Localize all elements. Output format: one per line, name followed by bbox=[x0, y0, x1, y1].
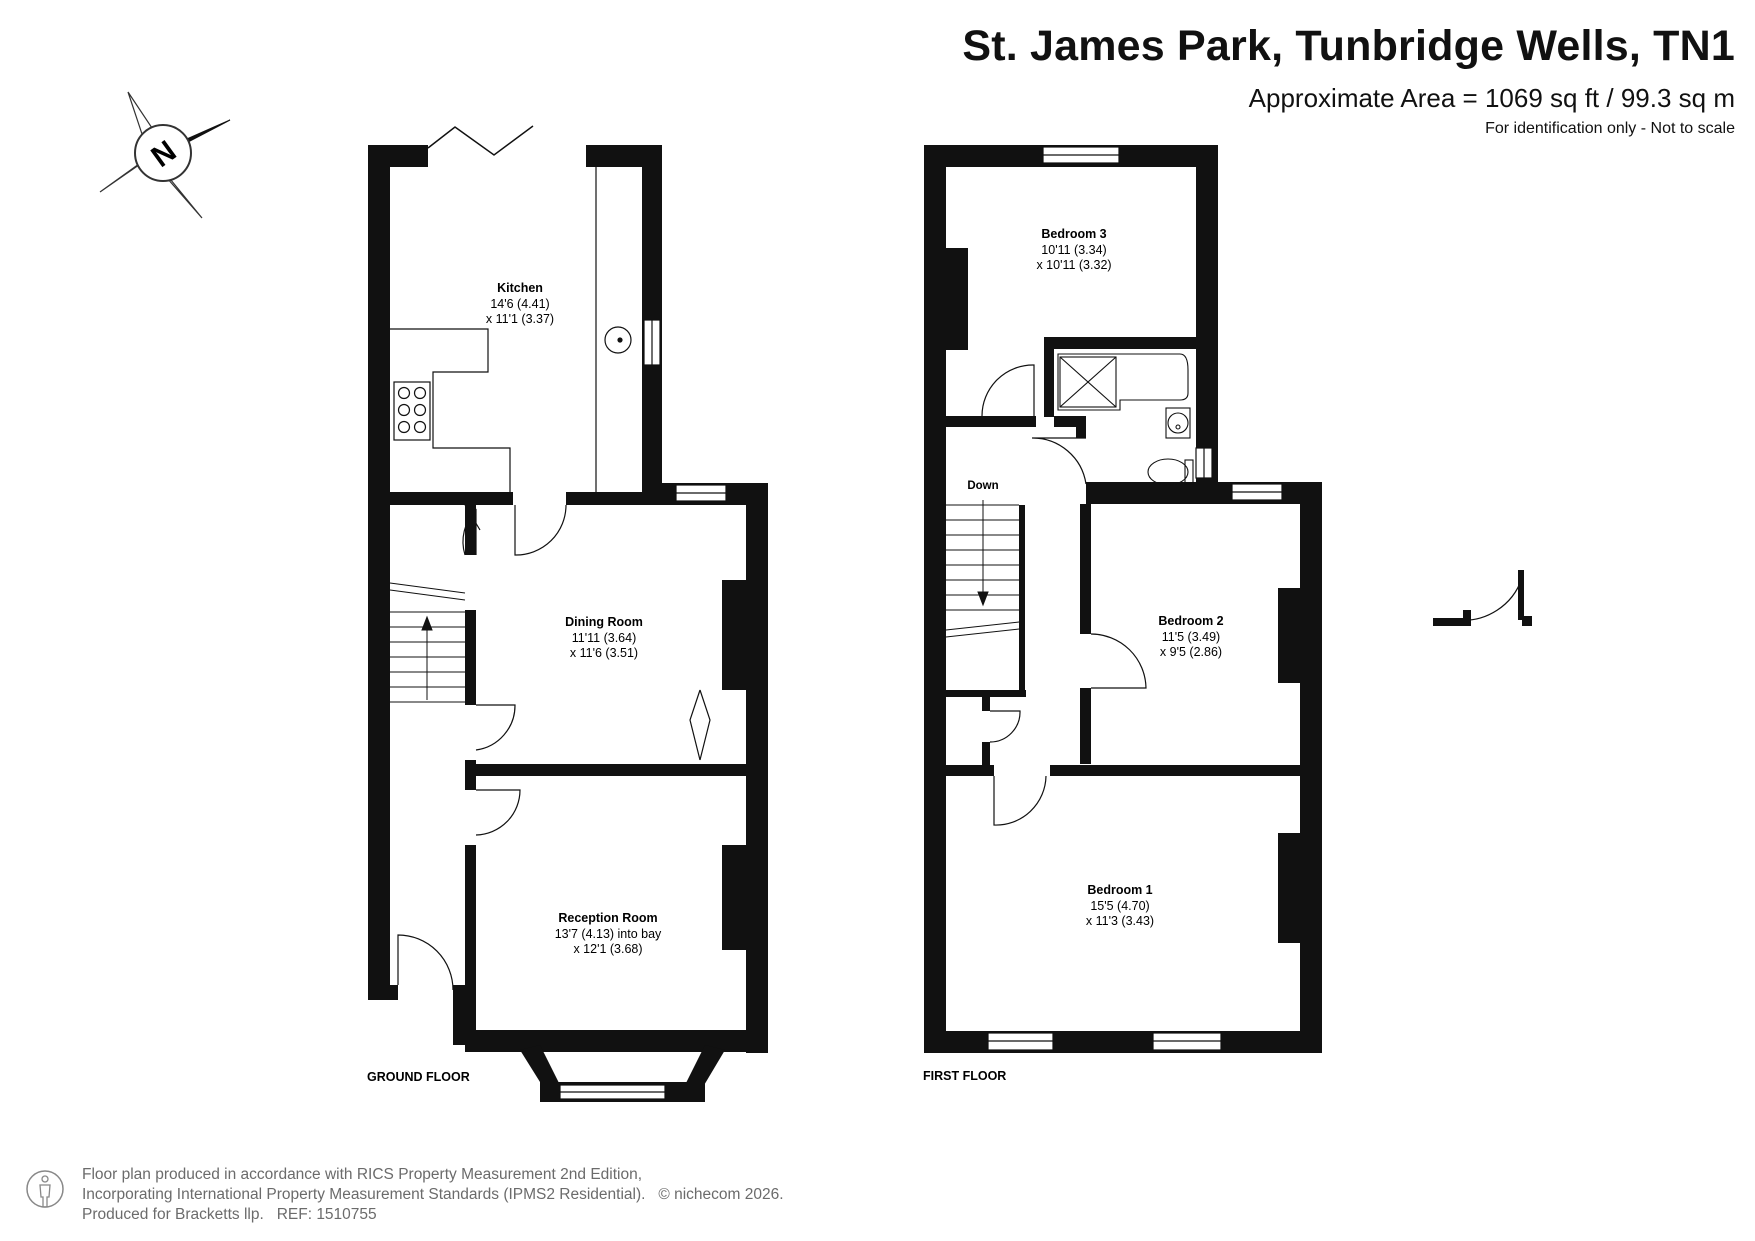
reception-room-dim2: x 12'1 (3.68) bbox=[573, 942, 642, 956]
stairs-down-label: Down bbox=[967, 480, 998, 492]
first-floor-stairs bbox=[945, 500, 1020, 638]
footer-line-3: Produced for Bracketts llp. bbox=[82, 1206, 264, 1223]
bifold-doors bbox=[427, 125, 534, 156]
first-floor bbox=[924, 145, 1322, 1053]
bedroom-2-name: Bedroom 2 bbox=[1158, 614, 1223, 628]
kitchen-dim2: x 11'1 (3.37) bbox=[486, 312, 554, 326]
kitchen-dim1: 14'6 (4.41) bbox=[490, 297, 549, 311]
bedroom-3-dim2: x 10'11 (3.32) bbox=[1036, 258, 1111, 272]
compass-icon: N bbox=[99, 91, 231, 219]
bedroom-2-dim2: x 9'5 (2.86) bbox=[1160, 645, 1222, 659]
ground-floor bbox=[368, 145, 768, 1102]
external-door-fragment bbox=[1433, 570, 1532, 626]
bedroom-1-dim2: x 11'3 (3.43) bbox=[1086, 914, 1154, 928]
footer-copyright: © nichecom 2026. bbox=[658, 1186, 784, 1203]
ground-floor-stairs bbox=[389, 582, 466, 703]
property-title: St. James Park, Tunbridge Wells, TN1 bbox=[962, 22, 1735, 70]
dining-room-name: Dining Room bbox=[565, 615, 643, 629]
footer: Floor plan produced in accordance with R… bbox=[82, 1165, 784, 1225]
bedroom-2-dim1: 11'5 (3.49) bbox=[1162, 630, 1220, 644]
dining-room-dim2: x 11'6 (3.51) bbox=[570, 646, 638, 660]
first-floor-doors bbox=[981, 364, 1532, 826]
dining-room-dim1: 11'11 (3.64) bbox=[572, 631, 636, 645]
first-floor-windows bbox=[987, 146, 1283, 1051]
reception-room-name: Reception Room bbox=[558, 911, 657, 925]
footer-ref: REF: 1510755 bbox=[276, 1206, 377, 1223]
person-icon bbox=[26, 1170, 64, 1208]
bathroom-fixtures bbox=[1057, 353, 1194, 486]
approximate-area: Approximate Area = 1069 sq ft / 99.3 sq … bbox=[1248, 83, 1735, 113]
bedroom-1-dim1: 15'5 (4.70) bbox=[1090, 899, 1149, 913]
kitchen-units bbox=[390, 167, 632, 492]
first-floor-labels: Bedroom 3 10'11 (3.34) x 10'11 (3.32) Be… bbox=[923, 227, 1224, 1083]
bedroom-3-dim1: 10'11 (3.34) bbox=[1041, 243, 1106, 257]
ground-floor-label: GROUND FLOOR bbox=[367, 1070, 470, 1084]
bedroom-3-name: Bedroom 3 bbox=[1041, 227, 1106, 241]
first-floor-label: FIRST FLOOR bbox=[923, 1069, 1006, 1083]
ground-floor-labels: Kitchen 14'6 (4.41) x 11'1 (3.37) Dining… bbox=[367, 281, 662, 1084]
footer-line-1: Floor plan produced in accordance with R… bbox=[82, 1166, 643, 1183]
bedroom-1-name: Bedroom 1 bbox=[1087, 883, 1152, 897]
kitchen-name: Kitchen bbox=[497, 281, 543, 295]
scale-note: For identification only - Not to scale bbox=[1485, 120, 1735, 137]
reception-room-dim1: 13'7 (4.13) into bay bbox=[555, 927, 662, 941]
ground-floor-doors bbox=[397, 504, 711, 991]
footer-line-2: Incorporating International Property Mea… bbox=[82, 1186, 646, 1203]
ground-floor-windows bbox=[559, 319, 727, 1100]
